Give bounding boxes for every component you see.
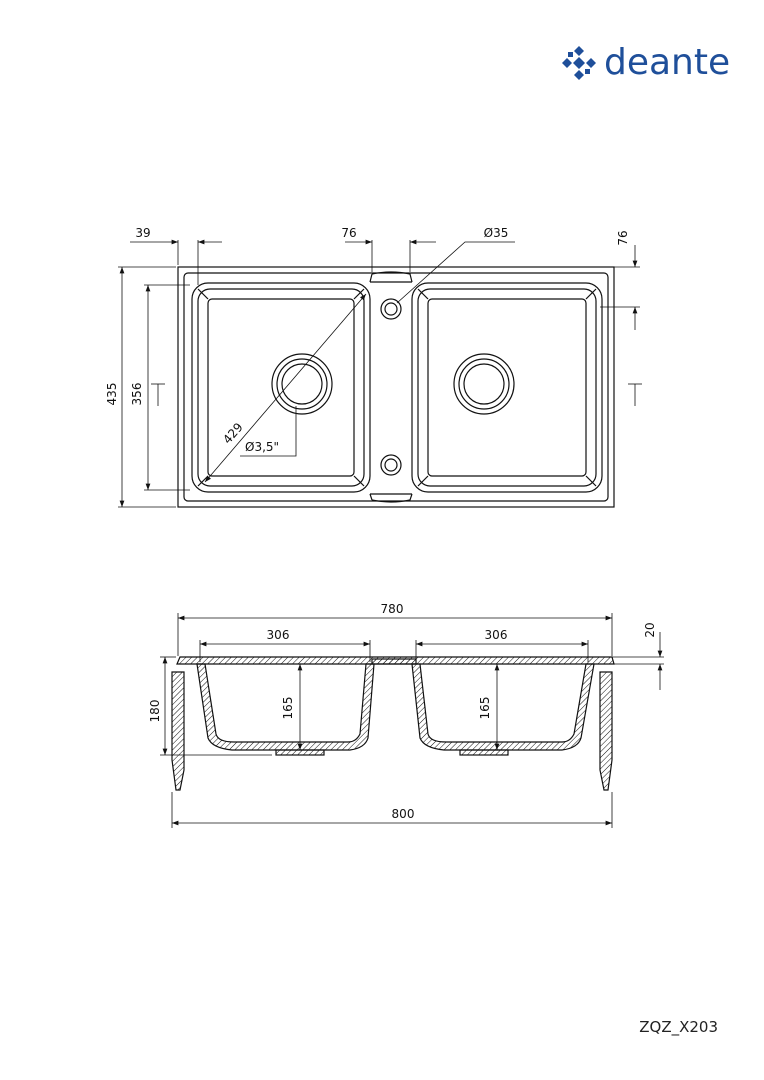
cabinet-right <box>599 671 613 791</box>
dim-right-offset: 76 <box>616 230 630 245</box>
dim-hole-diameter: Ø35 <box>484 226 509 240</box>
right-bowl <box>411 282 603 493</box>
dim-bowl-depth: 356 <box>130 383 144 406</box>
tap-hole-bottom <box>380 454 402 476</box>
dim-offset: 39 <box>135 226 150 240</box>
deante-logo-icon <box>562 46 596 80</box>
dim-bowl-left-depth: 165 <box>281 697 295 720</box>
dim-bowl-right-width: 306 <box>485 628 508 642</box>
sink-outline <box>177 266 615 508</box>
left-drain <box>271 353 333 415</box>
side-view <box>160 613 664 828</box>
dim-total-height: 180 <box>148 700 162 723</box>
left-bowl-section <box>196 663 375 751</box>
brand-name: deante <box>604 42 731 83</box>
brand-logo: deante <box>560 38 730 88</box>
dim-overall-width: 780 <box>381 602 404 616</box>
left-bowl <box>191 282 371 493</box>
tap-hole-top <box>380 298 402 320</box>
dim-diagonal: 429 <box>220 420 246 446</box>
dim-bowl-right-depth: 165 <box>478 697 492 720</box>
right-bowl-section <box>411 663 595 751</box>
product-code: ZQZ_X203 <box>639 1018 718 1036</box>
dim-drain: Ø3,5" <box>245 440 279 454</box>
cabinet-left <box>171 671 185 791</box>
dim-cabinet: 800 <box>392 807 415 821</box>
dim-rim: 20 <box>643 622 657 637</box>
right-drain <box>453 353 515 415</box>
dim-overall-depth: 435 <box>105 383 119 406</box>
top-view <box>118 239 642 508</box>
dim-bowl-left-width: 306 <box>267 628 290 642</box>
dim-hole-spacing: 76 <box>341 226 356 240</box>
